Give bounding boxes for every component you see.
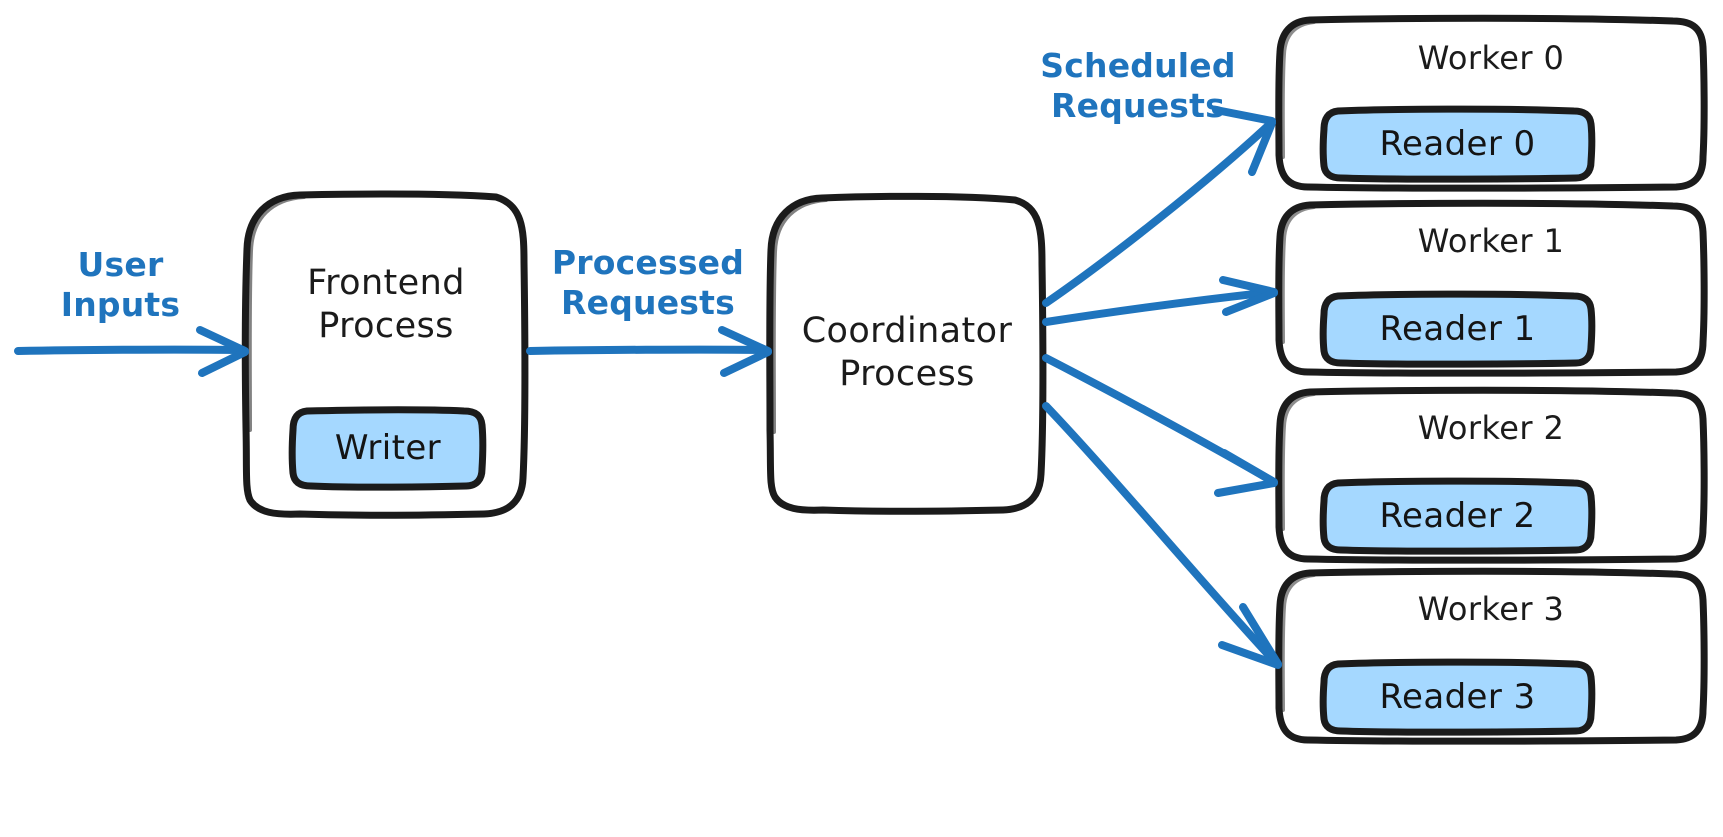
worker-2-sketch-stroke xyxy=(1280,392,1316,531)
arrow-coordinator-to-worker-2 xyxy=(1042,354,1278,497)
arrow-coordinator-to-worker-3 xyxy=(1042,402,1282,669)
writer-chip[interactable] xyxy=(288,406,487,491)
coordinator-process-sketch-stroke xyxy=(771,198,828,434)
reader-0-chip[interactable] xyxy=(1319,105,1596,183)
reader-1-chip[interactable] xyxy=(1319,290,1596,368)
reader-2-chip-outline xyxy=(1319,477,1596,555)
reader-3-chip-outline xyxy=(1319,658,1596,736)
reader-3-chip[interactable] xyxy=(1319,658,1596,736)
reader-0-chip-outline xyxy=(1319,105,1596,183)
arrow-coordinator-to-worker-0 xyxy=(1042,106,1276,307)
writer-chip-outline xyxy=(288,406,487,491)
arrow-processed-requests xyxy=(526,326,772,377)
coordinator-process-outline xyxy=(766,192,1047,515)
worker-0-sketch-stroke xyxy=(1280,20,1316,159)
arrow-user-inputs xyxy=(14,326,249,377)
reader-1-chip-outline xyxy=(1319,290,1596,368)
worker-3-sketch-stroke xyxy=(1280,573,1316,712)
worker-1-sketch-stroke xyxy=(1280,205,1316,344)
coordinator-process-node[interactable] xyxy=(766,192,1047,515)
arrow-coordinator-to-worker-1 xyxy=(1042,276,1278,326)
frontend-process-sketch-stroke xyxy=(247,195,306,432)
reader-2-chip[interactable] xyxy=(1319,477,1596,555)
